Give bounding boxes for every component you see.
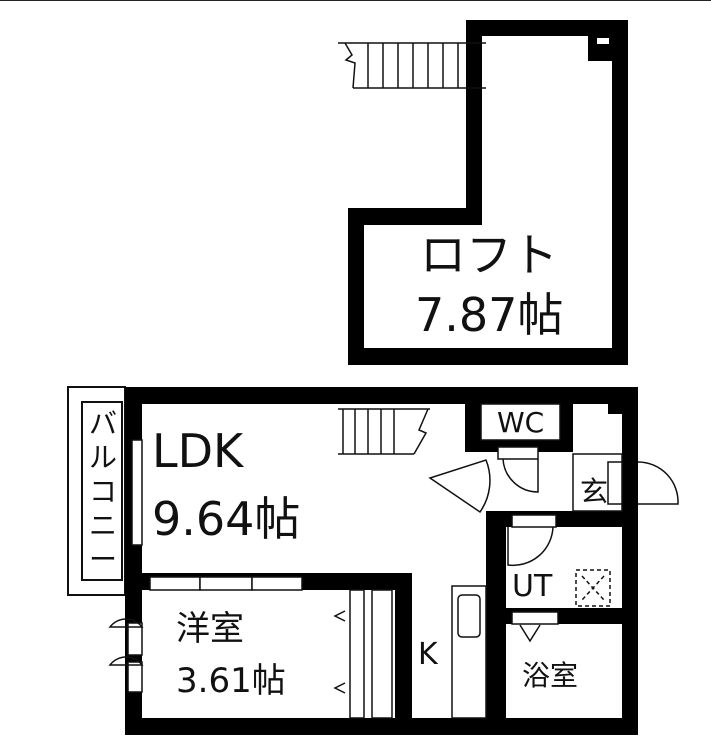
entrance-label: 玄 xyxy=(580,475,609,508)
balcony-char: ー xyxy=(88,543,117,576)
western-room-area: 3.61帖 xyxy=(176,661,286,701)
loft-area: 7.87帖 xyxy=(415,288,564,342)
kitchen-counter xyxy=(451,585,487,719)
balcony-char: ニ xyxy=(88,509,117,542)
balcony-char: バ xyxy=(88,407,117,440)
ldk-area: 9.64帖 xyxy=(152,492,301,546)
openings xyxy=(127,403,623,693)
closet xyxy=(333,589,393,719)
ldk-label: LDK xyxy=(152,424,244,478)
kitchen-label: K xyxy=(418,637,438,672)
top-border-line xyxy=(0,0,711,1)
western-room-label: 洋室 xyxy=(176,609,244,649)
balcony-char: コ xyxy=(88,475,117,508)
loft-vent xyxy=(597,38,609,44)
washer-space xyxy=(575,569,611,607)
loft-stairs xyxy=(338,42,486,89)
ldk-stairs xyxy=(338,408,430,455)
loft-label: ロフト xyxy=(420,228,558,282)
wc-label: WC xyxy=(497,406,545,439)
doors xyxy=(108,458,679,666)
utility-label: UT xyxy=(512,569,553,604)
balcony-label: バ ル コ ニ ー xyxy=(86,407,120,577)
balcony-char: ル xyxy=(88,441,117,474)
bathroom-label: 浴室 xyxy=(522,659,579,692)
